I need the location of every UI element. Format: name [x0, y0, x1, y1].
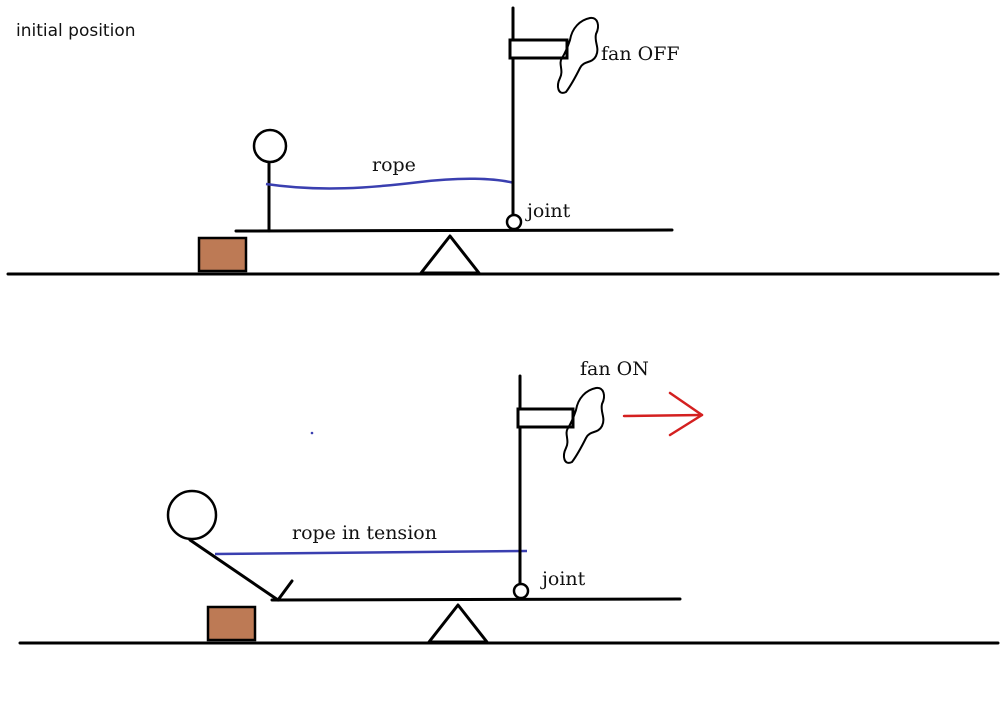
bottom-rope: [214, 549, 528, 556]
bottom-fan-label: fan ON: [580, 358, 649, 380]
top-joint: [505, 213, 523, 231]
top-fulcrum: [419, 234, 481, 275]
top-person-head: [252, 128, 288, 164]
top-beam: [234, 228, 674, 233]
bottom-box: [206, 605, 257, 642]
bottom-person-body: [188, 538, 280, 602]
bottom-rope-label: rope in tension: [292, 522, 437, 544]
bottom-person-foot: [276, 579, 294, 602]
bottom-thrust-arrow: [622, 391, 704, 437]
bottom-beam: [270, 597, 682, 602]
top-fan: [508, 38, 569, 60]
top-rope-label: rope: [372, 154, 416, 176]
bottom-panel: rope in tension joint fan ON: [18, 358, 1000, 645]
bottom-person-head: [166, 489, 218, 541]
bottom-joint-label: joint: [540, 568, 586, 590]
bottom-fan: [516, 407, 575, 429]
top-heading: initial position: [16, 21, 136, 41]
top-panel: initial position rope joint fan OFF: [6, 6, 1000, 276]
bottom-joint: [512, 582, 530, 600]
top-box: [197, 236, 248, 273]
top-fan-air-cloud: [557, 16, 599, 94]
top-joint-label: joint: [525, 200, 571, 222]
bottom-fulcrum: [427, 603, 489, 644]
top-fan-label: fan OFF: [601, 43, 680, 65]
top-rope: [265, 177, 515, 190]
bottom-stray-mark: [310, 431, 314, 435]
bottom-fan-air-cloud: [563, 386, 605, 464]
